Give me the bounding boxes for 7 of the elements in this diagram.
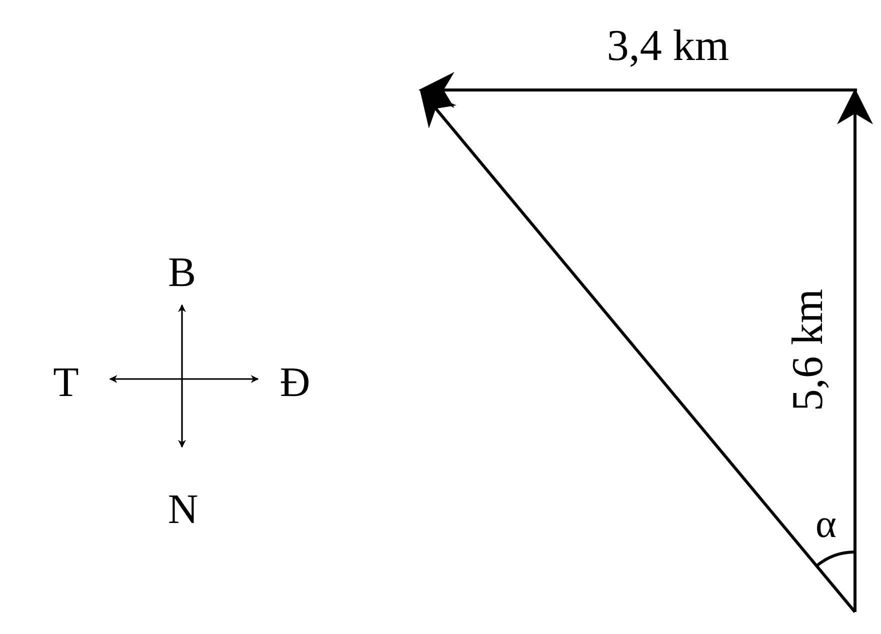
distance-label: 5,6 km	[786, 288, 830, 412]
angle-label: α	[816, 504, 836, 544]
direction-label: T	[53, 362, 79, 404]
direction-label: B	[168, 252, 196, 294]
direction-label: Đ	[280, 362, 310, 404]
direction-label: N	[168, 489, 198, 531]
distance-label: 3,4 km	[606, 24, 730, 68]
